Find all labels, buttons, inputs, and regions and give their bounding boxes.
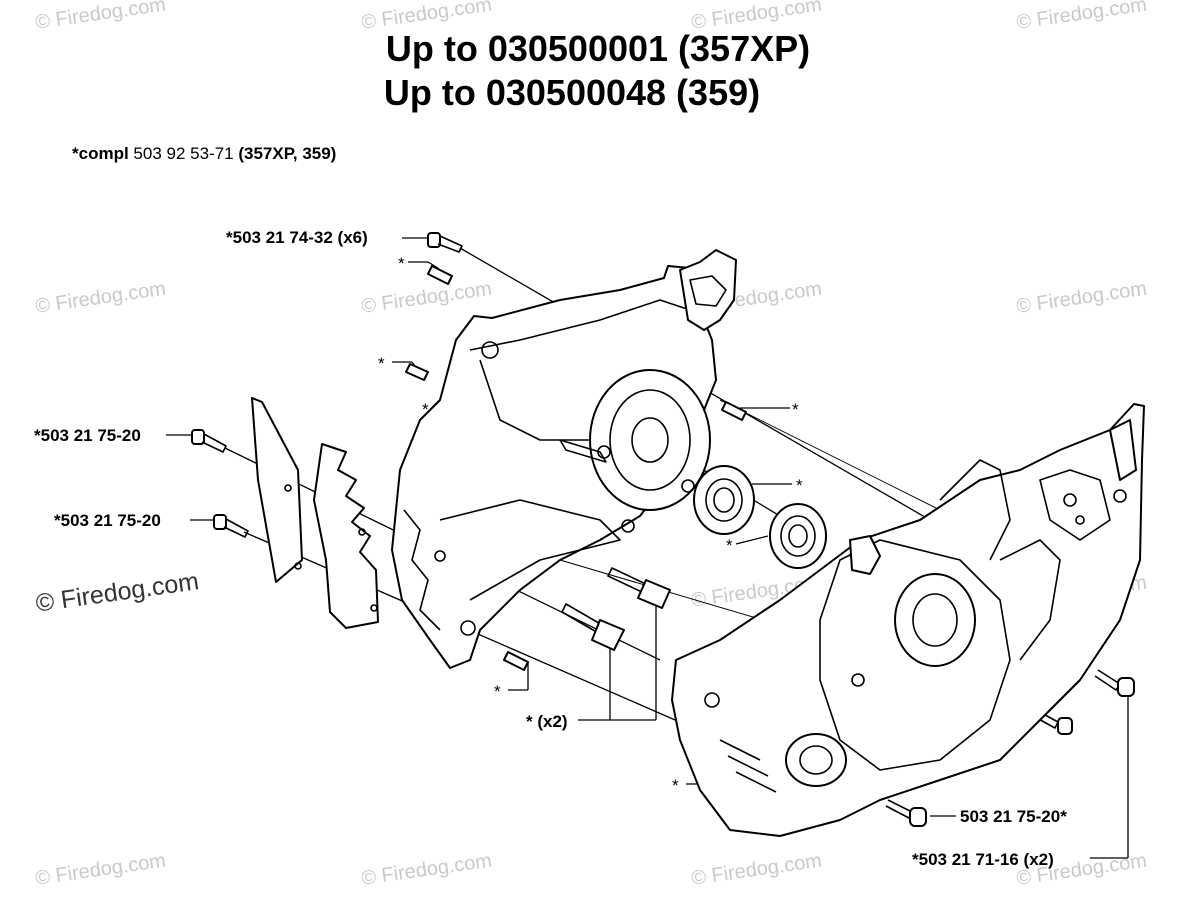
crankcase-right-half bbox=[671, 403, 1145, 837]
side-plate bbox=[251, 397, 303, 583]
crankcase-left-half bbox=[391, 249, 737, 669]
compl-prefix: *compl bbox=[72, 144, 129, 163]
compl-models: (357XP, 359) bbox=[238, 144, 337, 163]
screw-right bbox=[1032, 669, 1135, 735]
label-bearing-b: * bbox=[726, 536, 733, 555]
label-crankcase: * bbox=[422, 400, 429, 419]
compl-part-number: 503 92 53-71 bbox=[133, 144, 234, 163]
title-line-2: Up to 030500048 (359) bbox=[383, 72, 761, 113]
label-screw-right: *503 21 71-16 (x2) bbox=[912, 850, 1054, 869]
title-line-1: Up to 030500001 (357XP) bbox=[385, 28, 811, 69]
label-screw-left-a: *503 21 75-20 bbox=[34, 426, 141, 445]
label-bearing-a: * bbox=[796, 476, 803, 495]
bolts-pair bbox=[561, 567, 671, 651]
complete-assembly-note: *compl 503 92 53-71 (357XP, 359) bbox=[72, 144, 336, 164]
label-screw-top: *503 21 74-32 (x6) bbox=[226, 228, 368, 247]
bearing-a bbox=[693, 465, 755, 535]
label-housing: * bbox=[672, 776, 679, 795]
screw-bottom bbox=[885, 799, 927, 827]
bearing-b bbox=[769, 503, 827, 569]
dowel-pins bbox=[405, 265, 747, 671]
label-pin-right: * bbox=[792, 400, 799, 419]
label-screw-left-b: *503 21 75-20 bbox=[54, 511, 161, 530]
label-bolts: * (x2) bbox=[526, 712, 568, 731]
screw-left-b bbox=[213, 514, 249, 538]
screw-top bbox=[427, 232, 463, 253]
label-pin-bottom: * bbox=[494, 682, 501, 701]
label-screw-bottom: 503 21 75-20* bbox=[960, 807, 1067, 826]
label-pin-left: * bbox=[378, 354, 385, 373]
serrated-plate bbox=[313, 443, 379, 629]
screw-left-a bbox=[191, 429, 227, 453]
label-pin-top: * bbox=[398, 254, 405, 273]
